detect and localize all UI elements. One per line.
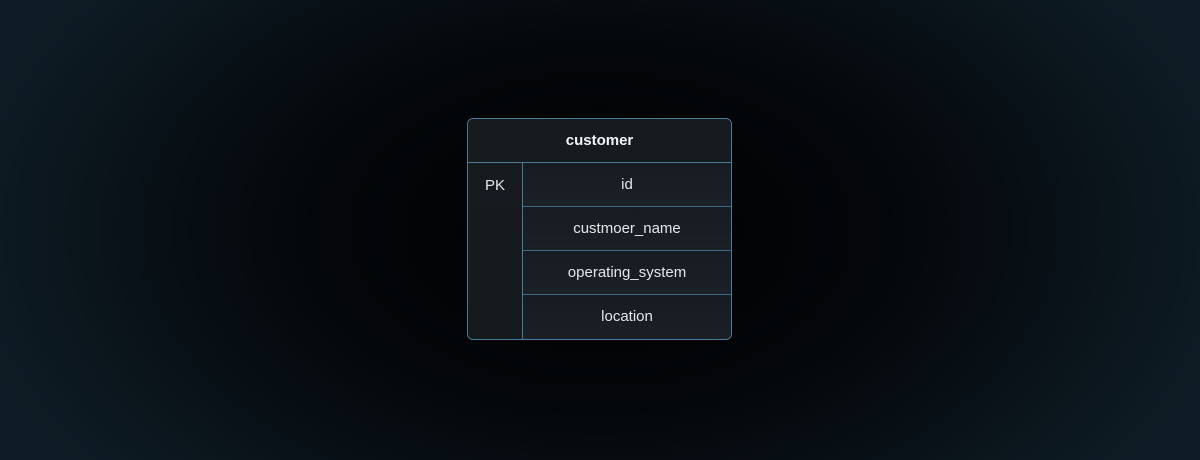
customer-table: customer PK id custmoer_name operating_s…: [467, 118, 732, 340]
primary-key-label: PK: [484, 176, 505, 194]
table-body: PK id custmoer_name operating_system loc…: [468, 163, 731, 339]
field-customer-name: custmoer_name: [523, 207, 731, 252]
fields-column: id custmoer_name operating_system locati…: [523, 163, 731, 339]
table-header: customer: [468, 119, 731, 163]
key-column: PK: [468, 163, 523, 339]
field-operating-system: operating_system: [523, 251, 731, 296]
field-id: id: [523, 163, 731, 208]
table-title: customer: [565, 132, 634, 149]
field-location: location: [523, 295, 731, 339]
